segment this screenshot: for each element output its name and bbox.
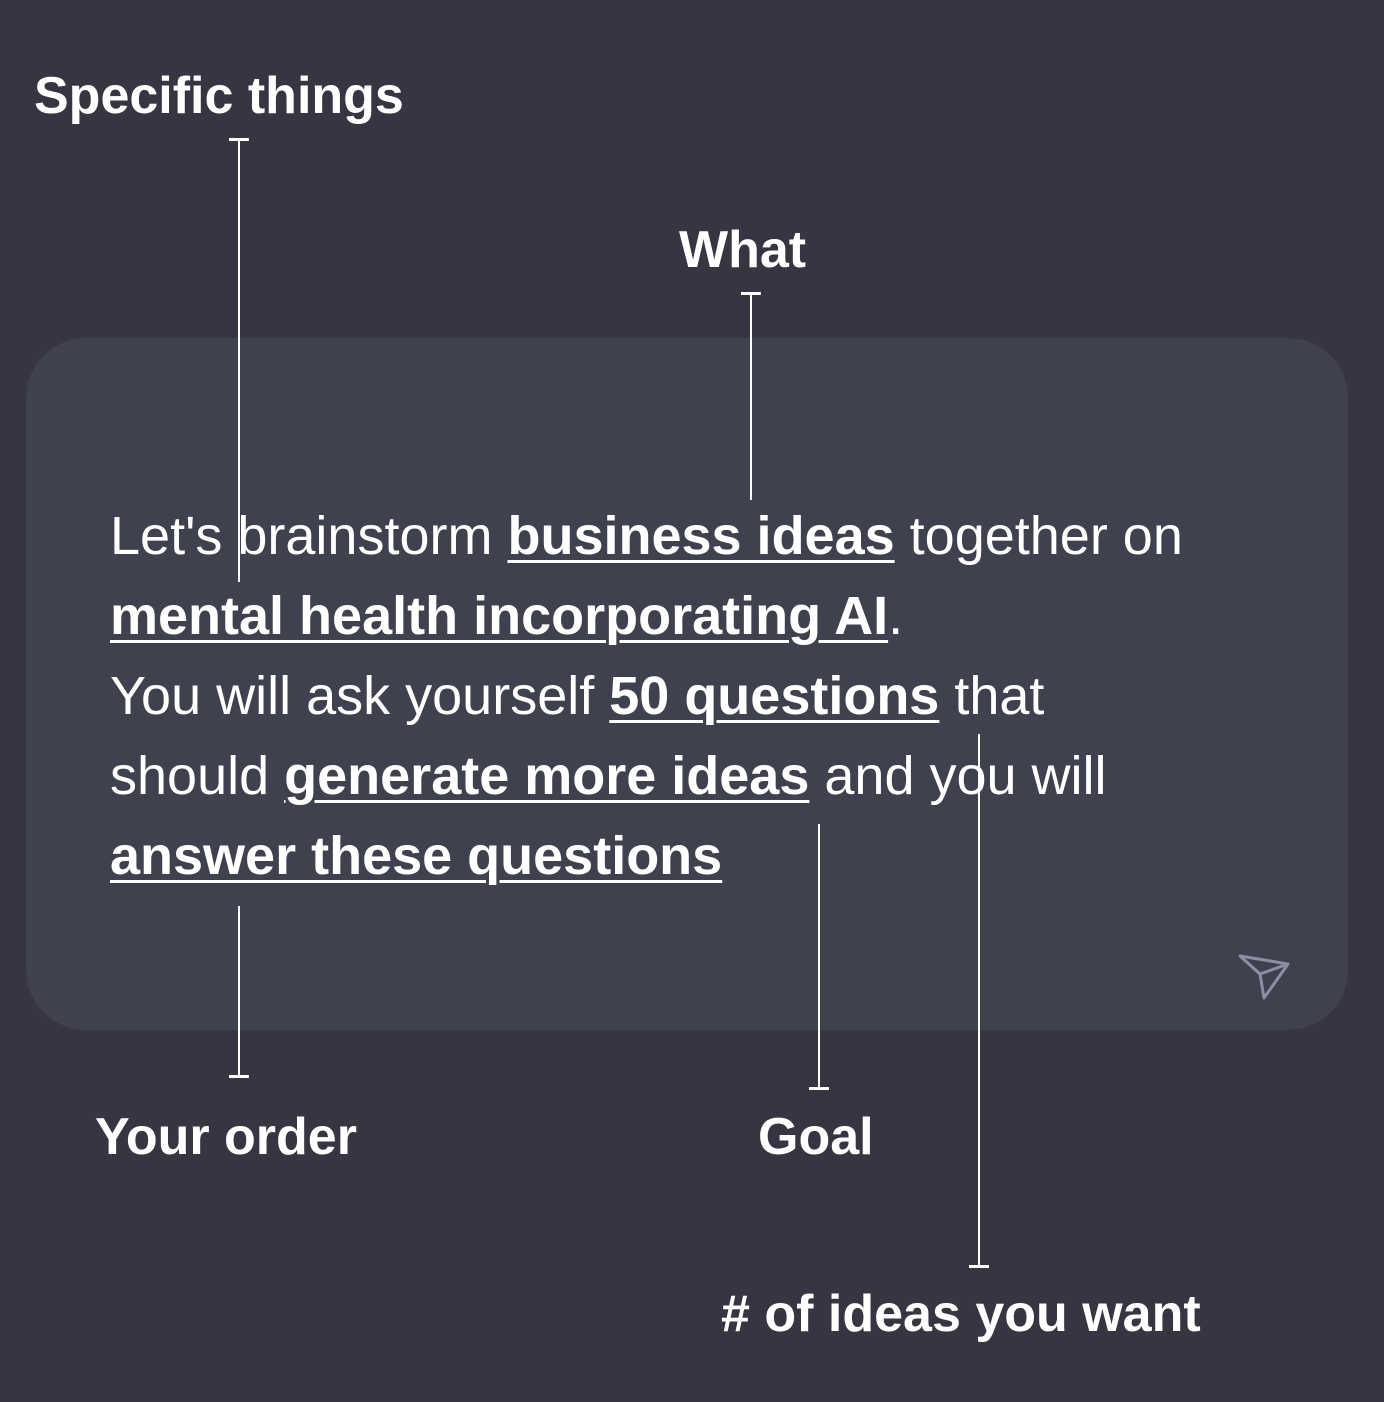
connector-what: [741, 292, 761, 500]
prompt-text-segment: You will ask yourself: [110, 666, 610, 726]
prompt-input-box[interactable]: [26, 338, 1348, 1030]
highlight-number-of-ideas: 50 questions: [609, 666, 940, 726]
prompt-text-segment: should: [110, 746, 285, 806]
highlight-specific-things: mental health incorporating AI: [110, 586, 889, 646]
prompt-text-segment: and you will: [809, 746, 1107, 806]
label-specific-things: Specific things: [34, 67, 404, 125]
highlight-your-order: answer these questions: [110, 826, 723, 886]
label-goal: Goal: [758, 1108, 874, 1166]
label-your-order: Your order: [95, 1108, 357, 1166]
send-icon[interactable]: [1236, 950, 1292, 1004]
prompt-text-segment: .: [888, 586, 904, 646]
prompt-line-3: You will ask yourself 50 questions that: [110, 656, 1290, 736]
prompt-line-4: should generate more ideas and you will: [110, 736, 1290, 816]
label-number-of-ideas: # of ideas you want: [721, 1285, 1201, 1343]
highlight-goal: generate more ideas: [284, 746, 810, 806]
connector-goal: [809, 824, 829, 1090]
prompt-text-segment: together on: [894, 506, 1183, 566]
prompt-text-segment: Let's brainstorm: [110, 506, 508, 566]
connector-specific-things: [229, 138, 249, 582]
label-what: What: [679, 221, 807, 279]
prompt-line-1: Let's brainstorm business ideas together…: [110, 496, 1290, 576]
prompt-line-5: answer these questions: [110, 816, 1290, 896]
connector-number-of-ideas: [969, 734, 989, 1268]
prompt-line-2: mental health incorporating AI.: [110, 576, 1290, 656]
prompt-text[interactable]: Let's brainstorm business ideas together…: [110, 496, 1290, 896]
connector-your-order: [229, 906, 249, 1078]
prompt-text-segment: that: [939, 666, 1045, 726]
highlight-what: business ideas: [507, 506, 895, 566]
